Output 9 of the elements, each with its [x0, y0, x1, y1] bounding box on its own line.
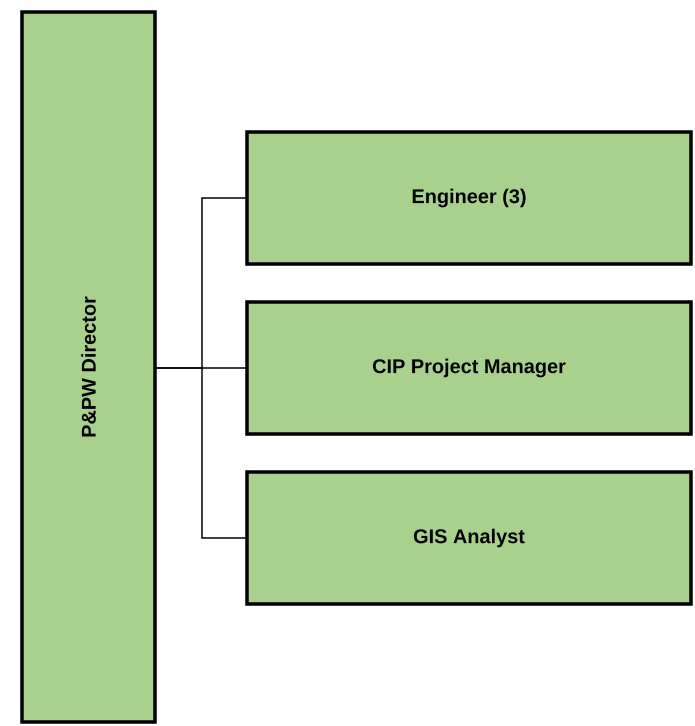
connector-line: [156, 367, 246, 539]
role-label: GIS Analyst: [414, 528, 525, 548]
role-label: CIP Project Manager: [372, 358, 566, 378]
role-box: [245, 130, 693, 266]
role-label: P&PW Director: [81, 296, 96, 437]
role-label: Engineer (3): [412, 188, 526, 208]
role-box: [20, 10, 157, 724]
role-box: [245, 300, 693, 436]
role-box: [245, 470, 693, 606]
